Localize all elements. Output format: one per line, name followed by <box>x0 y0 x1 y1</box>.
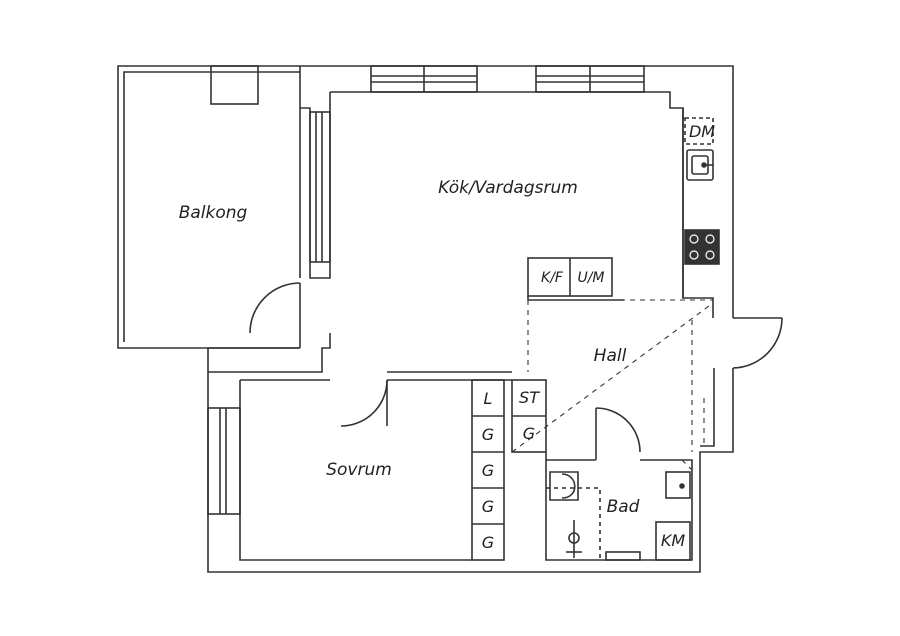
tag-wardrobe-4: G <box>482 533 494 552</box>
wardrobe-column <box>471 379 547 561</box>
outer-walls <box>207 65 734 573</box>
tag-dishwasher: DM <box>689 122 715 141</box>
dashed-boundaries <box>511 299 714 471</box>
tag-wardrobe-3: G <box>482 497 494 516</box>
balcony-wall <box>299 66 331 279</box>
bedroom-door[interactable] <box>340 379 388 427</box>
tag-fridge-freezer: K/F <box>541 270 564 286</box>
stove-icon <box>689 234 715 260</box>
entrance-door[interactable] <box>732 317 783 369</box>
tag-oven-microwave: U/M <box>577 270 604 286</box>
tag-linen: L <box>484 389 493 408</box>
wall-segment <box>208 333 331 373</box>
bathroom-walls <box>545 452 693 561</box>
bathroom-door[interactable] <box>595 407 641 460</box>
balcony-door[interactable] <box>249 282 301 334</box>
room-label-kitchen-living: Kök/Vardagsrum <box>438 178 578 198</box>
room-label-hall: Hall <box>594 346 627 366</box>
bathroom-fixtures <box>546 471 691 561</box>
tag-wardrobe-hall: G <box>523 424 535 443</box>
tag-storage: ST <box>519 388 540 407</box>
room-label-balcony: Balkong <box>179 203 248 223</box>
tag-wardrobe-1: G <box>482 425 494 444</box>
bedroom-window <box>207 407 241 515</box>
top-windows <box>370 65 645 93</box>
room-label-bathroom: Bad <box>607 497 640 517</box>
kitchen-counter <box>682 108 720 298</box>
room-label-bedroom: Sovrum <box>326 460 392 480</box>
tag-wardrobe-2: G <box>482 461 494 480</box>
tag-washer: KM <box>661 531 685 550</box>
